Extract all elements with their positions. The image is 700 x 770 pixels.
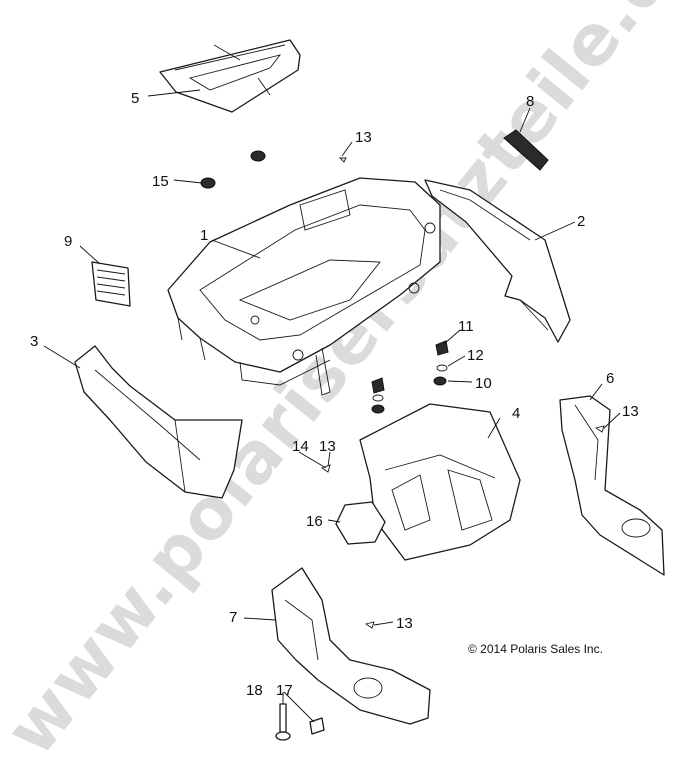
part-16-label: [335, 501, 386, 545]
callout-14: 14: [292, 438, 309, 455]
callouts: 5 8 13 15 1 2 9 3 11 12 10 6 13 4 14 13 …: [30, 90, 639, 699]
callout-8: 8: [526, 93, 534, 110]
part-5-cover-plate: [159, 39, 301, 113]
callout-13-bottom: 13: [396, 615, 413, 632]
hardware-10-11-12: [371, 340, 449, 414]
part-15-grommet: [200, 150, 266, 189]
callout-17: 17: [276, 682, 293, 699]
part-4-skid-plate: [359, 403, 521, 561]
callout-5: 5: [131, 90, 139, 107]
callout-2: 2: [577, 213, 585, 230]
callout-3: 3: [30, 333, 38, 350]
callout-7: 7: [229, 609, 237, 626]
part-8-clip: [503, 129, 549, 171]
part-1-storage-tray: [167, 177, 441, 396]
callout-16: 16: [306, 513, 323, 530]
part-9-vent-grille: [91, 261, 131, 307]
part-6-right-bracket: [559, 395, 665, 576]
callout-12: 12: [467, 347, 484, 364]
callout-13-top: 13: [355, 129, 372, 146]
callout-10: 10: [475, 375, 492, 392]
callout-15: 15: [152, 173, 169, 190]
part-2-right-panel: [424, 179, 571, 343]
callout-4: 4: [512, 405, 520, 422]
part-3-left-panel: [74, 345, 243, 499]
callout-11: 11: [458, 318, 474, 335]
callout-9: 9: [64, 233, 72, 250]
copyright-text: © 2014 Polaris Sales Inc.: [468, 642, 603, 656]
callout-6: 6: [606, 370, 614, 387]
callout-18: 18: [246, 682, 263, 699]
callout-13-right: 13: [622, 403, 639, 420]
part-7-lower-bracket: [271, 567, 431, 725]
callout-1: 1: [200, 227, 208, 244]
callout-13-mid: 13: [319, 438, 336, 455]
leader-lines: [43, 89, 621, 723]
